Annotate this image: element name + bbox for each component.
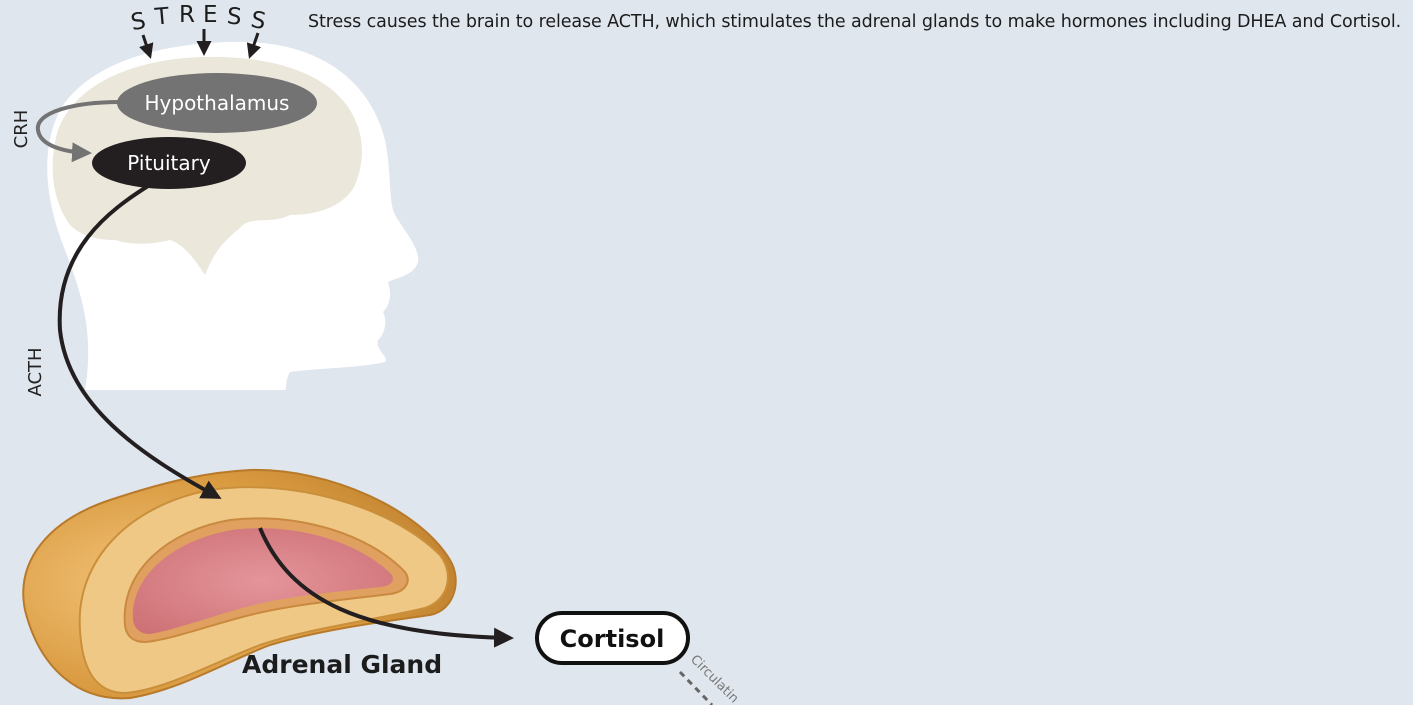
- stress-letters: S T R E S S: [129, 2, 268, 36]
- circulating-label: Circulatin: [687, 652, 741, 705]
- stress-letter: E: [203, 2, 218, 28]
- crh-label: CRH: [11, 110, 32, 149]
- stress-letter: S: [249, 7, 268, 35]
- pituitary-label: Pituitary: [127, 151, 211, 175]
- cortisol-label: Cortisol: [560, 625, 665, 653]
- stress-letter: S: [129, 8, 148, 36]
- stress-arrow: [143, 35, 150, 56]
- adrenal-gland-label: Adrenal Gland: [242, 650, 442, 679]
- stress-letter: S: [226, 3, 243, 30]
- acth-label: ACTH: [25, 347, 46, 396]
- hypothalamus-label: Hypothalamus: [145, 91, 290, 115]
- stress-letter: T: [153, 3, 171, 30]
- stress-letter: R: [179, 2, 195, 28]
